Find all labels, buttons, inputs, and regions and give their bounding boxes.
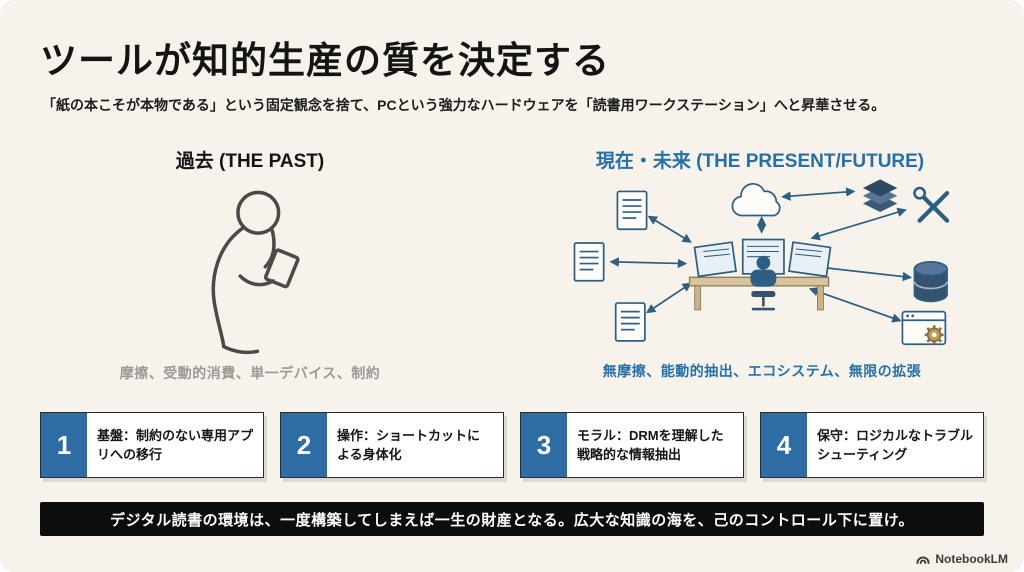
cloud-icon: [731, 182, 781, 217]
step-number: 4: [761, 413, 807, 477]
workstation-icon: [688, 238, 832, 311]
page-title: ツールが知的生産の質を決定する: [40, 40, 610, 81]
step-text: モラル：DRMを理解した戦略的な情報抽出: [577, 427, 724, 463]
step-number: 3: [521, 413, 567, 477]
document-icon: [573, 190, 648, 342]
database-icon: [913, 260, 948, 303]
past-caption: 摩擦、受動的消費、単一デバイス、制約: [119, 365, 381, 381]
footer-brand: NotebookLM: [915, 552, 1008, 566]
step-card-1: 1 基盤：制約のない専用アプリへの移行: [40, 412, 264, 478]
person-reading-icon: [168, 176, 336, 356]
step-text: 保守：ロジカルなトラブルシューティング: [817, 427, 974, 463]
step-card-2: 2 操作：ショートカットによる身体化: [280, 412, 504, 478]
step-text: 基盤：制約のない専用アプリへの移行: [97, 427, 254, 463]
notebooklm-logo-icon: [915, 552, 931, 566]
step-text: 操作：ショートカットによる身体化: [337, 427, 481, 463]
steps-row: 1 基盤：制約のない専用アプリへの移行 2 操作：ショートカットによる身体化 3…: [40, 412, 984, 478]
past-header: 過去 (THE PAST): [175, 151, 325, 172]
bottom-banner: デジタル読書の環境は、一度構築してしまえば一生の財産となる。広大な知識の海を、己…: [40, 502, 984, 536]
layers-icon: [862, 179, 898, 213]
step-number: 2: [281, 413, 327, 477]
future-caption: 無摩擦、能動的抽出、エコシステム、無限の拡張: [602, 363, 922, 379]
subtitle: 「紙の本こそが本物である」という固定観念を捨て、PCという強力なハードウェアを「…: [42, 97, 886, 113]
tools-icon: [913, 186, 950, 223]
browser-gear-icon: [901, 310, 947, 346]
notebooklm-brand-label: NotebookLM: [935, 552, 1008, 566]
future-header: 現在・未来 (THE PRESENT/FUTURE): [595, 151, 925, 172]
step-card-3: 3 モラル：DRMを理解した戦略的な情報抽出: [520, 412, 744, 478]
step-number: 1: [41, 413, 87, 477]
step-card-4: 4 保守：ロジカルなトラブルシューティング: [760, 412, 984, 478]
workstation-ecosystem-illustration: [530, 176, 995, 358]
flow-arrows: [609, 187, 913, 323]
